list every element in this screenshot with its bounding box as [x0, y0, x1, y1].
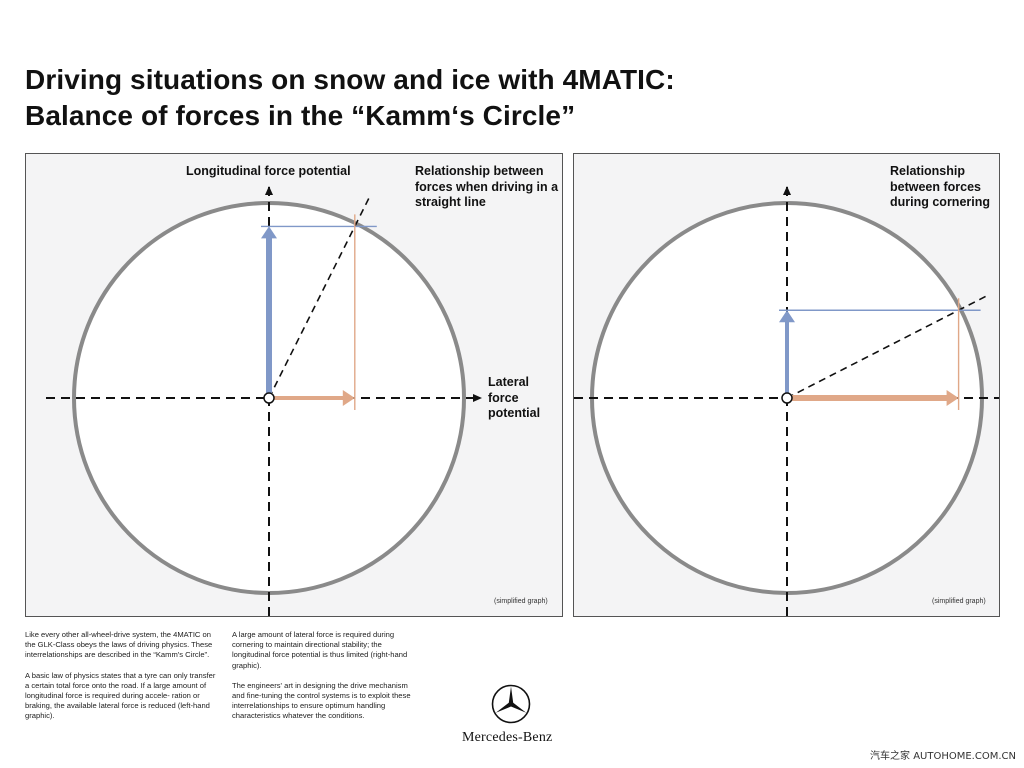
text-col1-p2: A basic law of physics states that a tyr…: [25, 670, 216, 721]
text-column-1: Like every other all-wheel-drive system,…: [25, 630, 220, 732]
contact-point: [263, 392, 275, 404]
label-relationship-right: Relationship between forces during corne…: [890, 164, 990, 209]
diagram-straight-line: Longitudinal force potential Relationshi…: [25, 153, 563, 617]
kamm-circle-left-svg: [46, 186, 482, 616]
title-line-1: Driving situations on snow and ice with …: [25, 64, 675, 95]
page-title: Driving situations on snow and ice with …: [25, 62, 675, 134]
longitudinal-arrow-head: [261, 226, 277, 239]
title-line-2: Balance of forces in the “Kamm‘s Circle”: [25, 100, 576, 131]
simplified-note-left: (simplified graph): [494, 598, 548, 605]
label-lateral: Lateral force potential: [488, 375, 541, 420]
diagram-cornering: Relationship between forces during corne…: [573, 153, 1000, 617]
brand-wordmark: Mercedes-Benz: [462, 730, 553, 745]
mercedes-star-logo: [491, 684, 531, 724]
label-relationship-left: Relationship between forces when driving…: [415, 164, 559, 209]
text-col2-p1: A large amount of lateral force is requi…: [232, 630, 408, 670]
resultant-direction-line: [268, 195, 371, 399]
lateral-arrow-head: [342, 390, 355, 406]
contact-point: [781, 392, 793, 404]
lateral-arrow-head: [946, 390, 959, 406]
label-longitudinal: Longitudinal force potential: [186, 164, 351, 178]
resultant-direction-line: [786, 293, 990, 399]
source-watermark: 汽车之家 AUTOHOME.COM.CN: [870, 751, 1016, 762]
simplified-note-right: (simplified graph): [932, 598, 986, 605]
text-col1-p1: Like every other all-wheel-drive system,…: [25, 630, 213, 660]
longitudinal-arrow-head: [779, 310, 795, 323]
kamm-circle-right-svg: [574, 186, 999, 616]
text-column-2: A large amount of lateral force is requi…: [232, 630, 422, 732]
text-col2-p2: The engineers' art in designing the driv…: [232, 680, 411, 721]
